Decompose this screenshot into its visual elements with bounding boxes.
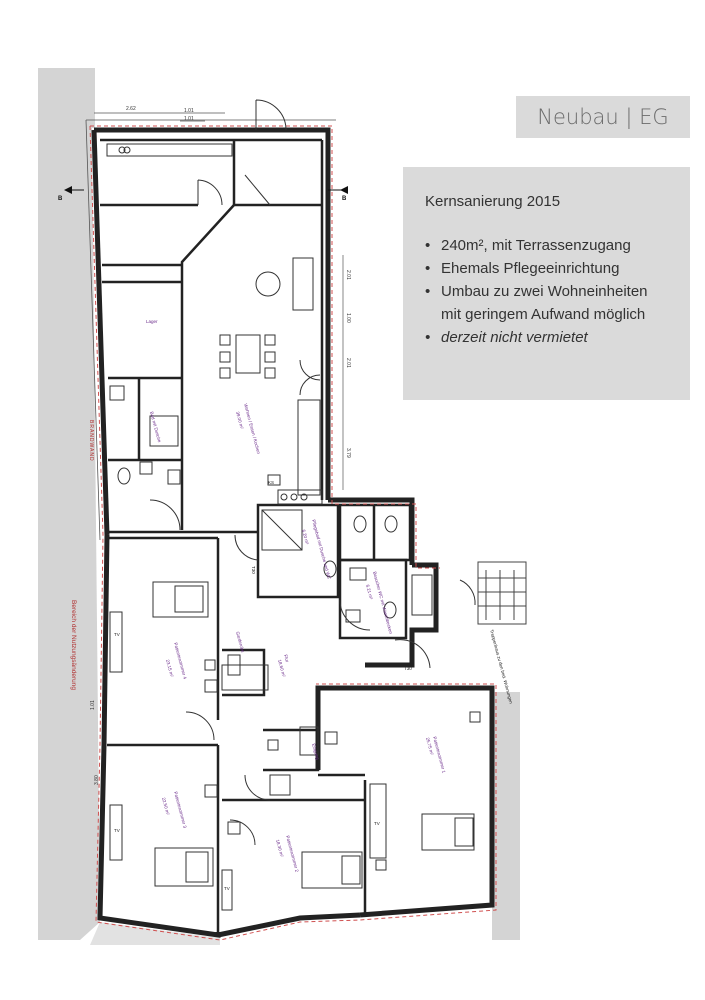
info-item: 240m², mit Terrassenzugang [425, 234, 670, 257]
label-zimmer-4: Patientenzimmer 4 [173, 642, 188, 680]
label-wc: Besucher WC mit Waschbecken [372, 571, 394, 635]
label-wohnen-area: 39.00 m² [235, 411, 245, 430]
label-tv-4: TV [114, 632, 120, 637]
label-tv-2: TV [224, 886, 230, 891]
info-item: derzeit nicht vermietet [425, 326, 670, 349]
page-title: Neubau | EG [537, 105, 669, 129]
dim-left-a: 1.01 [90, 700, 96, 710]
label-t30-b: T30 [404, 666, 412, 671]
label-flur: Flur [283, 654, 290, 663]
brandwand-label: BRANDWAND [88, 420, 94, 462]
label-tv-3: TV [114, 828, 120, 833]
title-box: Neubau | EG [516, 96, 690, 138]
neighbor-building-bottom [90, 922, 220, 945]
neighbor-building-right [492, 692, 520, 940]
label-eingang: Eingang [311, 743, 320, 761]
info-panel: Kernsanierung 2015 240m², mit Terrassenz… [403, 167, 690, 400]
info-item: Umbau zu zwei Wohneinheiten mit geringem… [425, 280, 670, 326]
section-mark-left: B [58, 196, 63, 202]
label-ks: KS [268, 480, 274, 485]
info-list: 240m², mit Terrassenzugang Ehemals Pfleg… [425, 234, 670, 349]
info-item: Ehemals Pflegeeinrichtung [425, 257, 670, 280]
dim-right-d: 3.79 [345, 448, 351, 458]
label-zimmer-4-area: 23.15 m² [165, 659, 175, 678]
label-t30-a: T30 [251, 566, 256, 574]
dim-right-c: 2.01 [345, 358, 351, 368]
label-lager: Lager [146, 319, 158, 324]
label-zimmer-1: Patientenzimmer 1 [432, 736, 447, 774]
label-zimmer-3: Patientenzimmer 3 [173, 791, 188, 829]
label-zimmer-1-area: 25.75 m² [425, 737, 435, 756]
dim-left-b: 3.80 [94, 775, 100, 785]
label-wc-area: 6.21 m² [365, 584, 374, 601]
label-garderobe: Garderobe [235, 631, 246, 654]
dim-top-left: 2.62 [126, 106, 136, 112]
label-bad-wc-area: 6.20 m² [301, 529, 310, 546]
label-tv-1: TV [374, 821, 380, 826]
dim-top-mid-b: 1.01 [184, 116, 194, 122]
dim-right-b: 1.00 [345, 313, 351, 323]
label-zimmer-2: Patientenzimmer 2 [285, 835, 300, 873]
label-flur-area: 18.60 m² [277, 659, 287, 678]
dim-right-a: 2.01 [345, 270, 351, 280]
dim-top-mid-a: 1.01 [184, 108, 194, 114]
label-wohnen: Wohnen / Essen / Kochen [243, 403, 261, 455]
neighbor-building-left [38, 68, 100, 940]
section-mark-right: B [342, 196, 347, 202]
label-zimmer-2-area: 18.30 m² [275, 839, 285, 858]
label-zimmer-3-area: 22.50 m² [161, 797, 171, 816]
outer-wall [94, 127, 331, 500]
label-bad-wc: Pflegebad mit Dusche und WC [311, 519, 332, 580]
info-heading: Kernsanierung 2015 [425, 193, 561, 210]
nutzungsaenderung-label: Bereich der Nutzungsänderung [70, 600, 77, 690]
